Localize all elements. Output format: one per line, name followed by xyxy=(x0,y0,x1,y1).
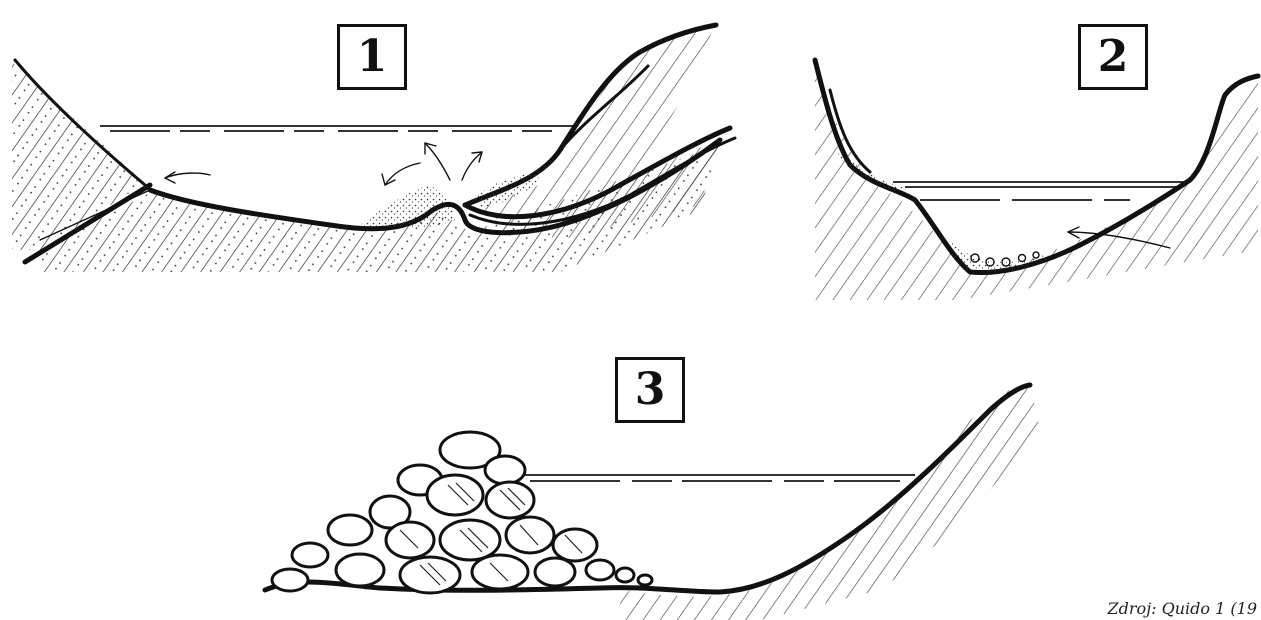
moraine-rocks xyxy=(272,432,652,593)
source-credit: Zdroj: Quido 1 (19 xyxy=(1108,599,1257,618)
panel-2-label: 2 xyxy=(1078,24,1148,90)
panel-1-label: 1 xyxy=(337,24,407,90)
panel-3-label: 3 xyxy=(615,357,685,423)
panel-2-drawing xyxy=(815,60,1258,300)
